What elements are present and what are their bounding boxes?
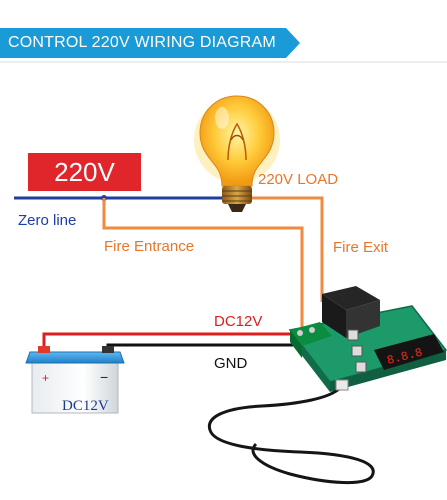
dc12v-label: DC12V: [214, 313, 263, 330]
zero-line-label: Zero line: [18, 212, 77, 229]
fire-exit-label: Fire Exit: [333, 239, 389, 256]
relay-icon: [322, 286, 380, 338]
load-label: 220V LOAD: [258, 171, 339, 188]
terminal-block-icon: [290, 322, 332, 358]
header-band: [0, 28, 300, 58]
ground-wire: [106, 343, 304, 356]
fire-exit-wire: [248, 196, 324, 302]
bulb-icon: [194, 95, 280, 212]
thermostat-board: 8.8.8: [288, 286, 447, 392]
gnd-label: GND: [214, 355, 248, 372]
push-buttons-icon: [347, 329, 367, 373]
supply-voltage-label: 220V: [54, 157, 115, 187]
fire-entrance-wire: [102, 198, 304, 332]
fire-entrance-label: Fire Entrance: [104, 238, 195, 255]
battery-icon: + −: [25, 346, 125, 414]
battery-voltage-label: DC12V: [62, 398, 109, 414]
temperature-probe-cable: [207, 379, 375, 484]
header-title: CONTROL 220V WIRING DIAGRAM: [8, 34, 276, 51]
battery-minus-sign: −: [100, 369, 108, 385]
supply-box: [28, 153, 141, 191]
battery-plus-sign: +: [42, 371, 49, 385]
